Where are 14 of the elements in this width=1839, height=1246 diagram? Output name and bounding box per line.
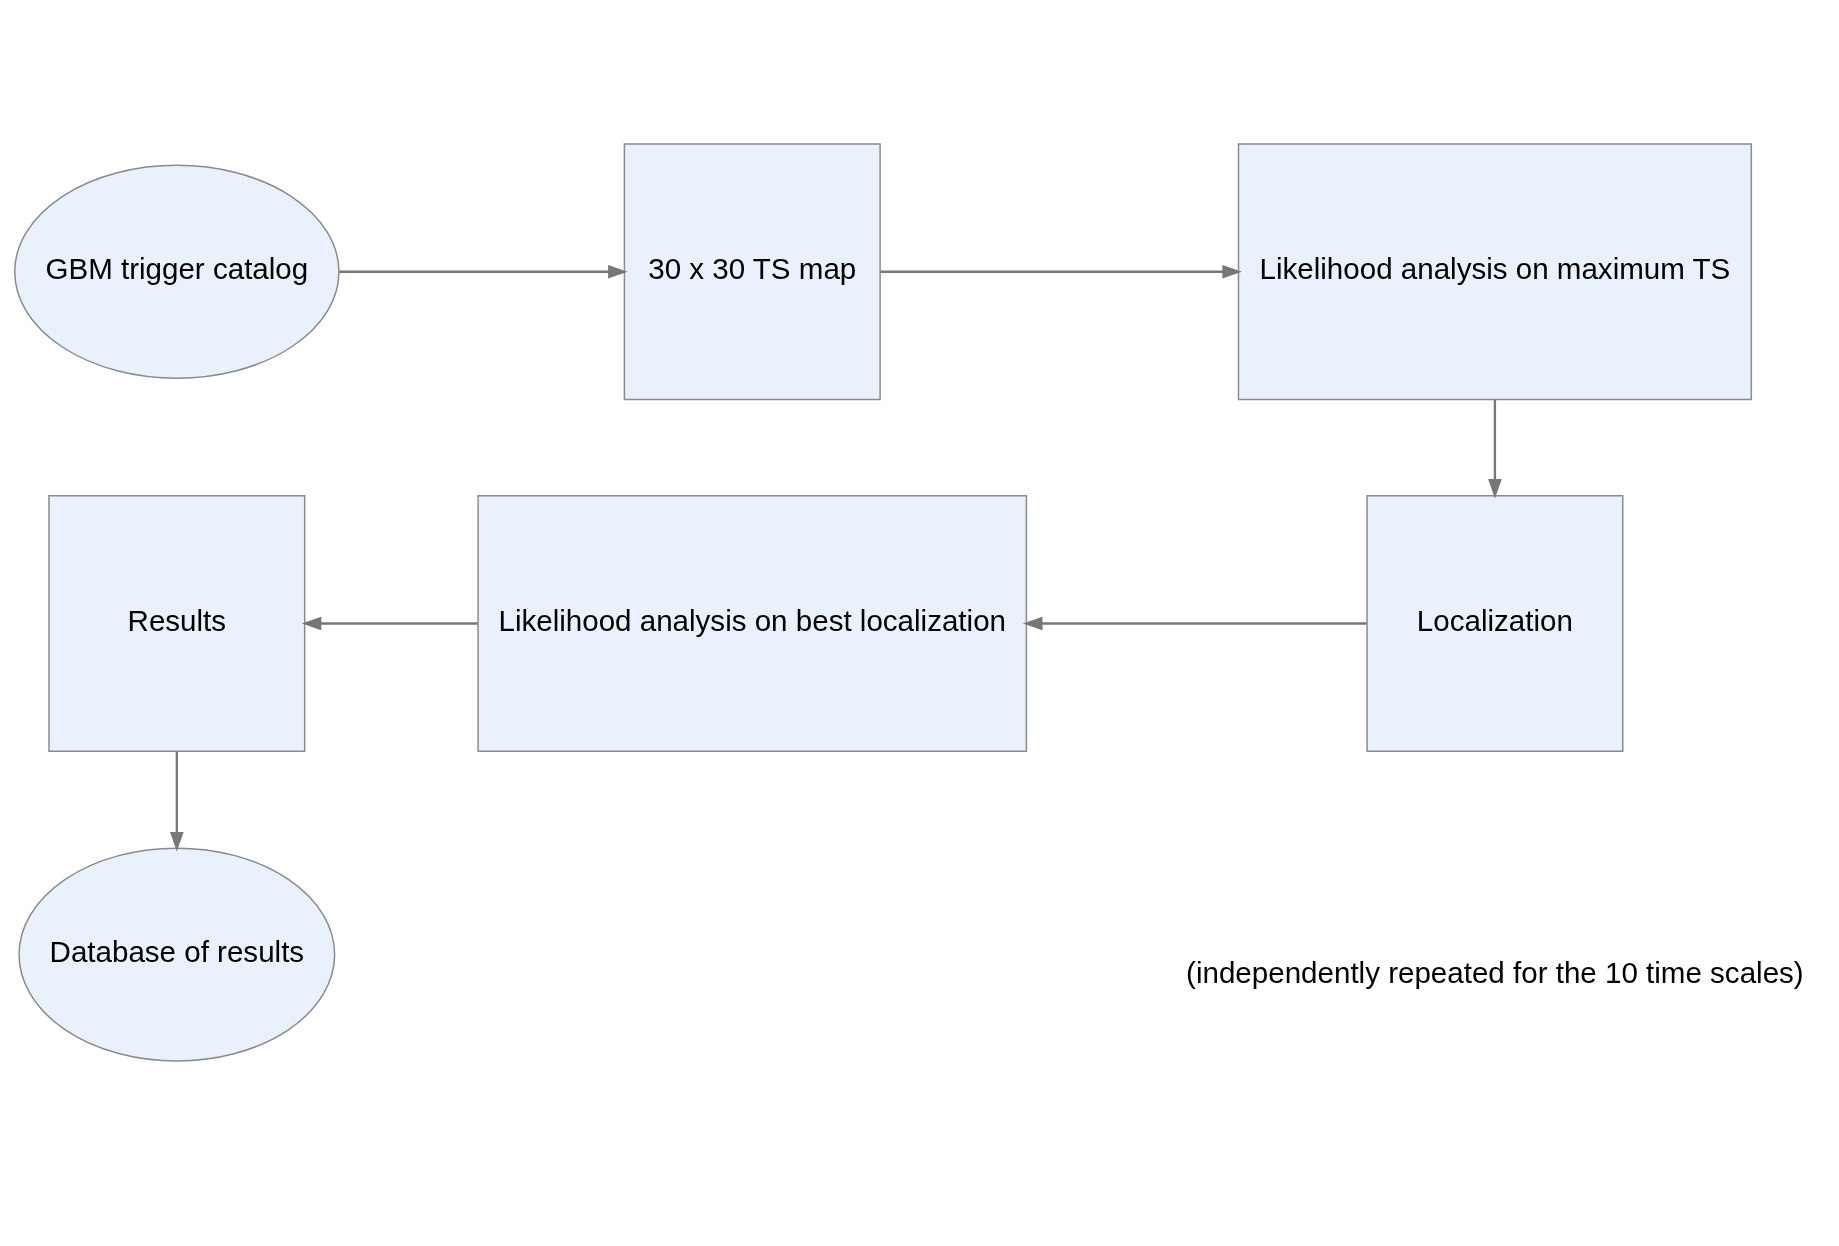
node-box: 30 x 30 TS map xyxy=(623,142,881,400)
node-ellipse: GBM trigger catalog xyxy=(14,164,340,379)
node-box: Likelihood analysis on best localization xyxy=(477,494,1028,752)
arrow xyxy=(1488,399,1502,499)
node-box: Results xyxy=(48,494,306,752)
arrow xyxy=(170,750,184,851)
arrow xyxy=(339,264,628,279)
arrow xyxy=(1022,616,1367,630)
arrow xyxy=(880,264,1242,279)
node-ellipse: Database of results xyxy=(18,846,336,1062)
label: (independently repeated for the 10 time scales) xyxy=(1186,955,1804,989)
arrow xyxy=(301,616,478,630)
node-box: Likelihood analysis on maximum TS xyxy=(1237,142,1753,400)
node-box: Localization xyxy=(1366,494,1624,752)
